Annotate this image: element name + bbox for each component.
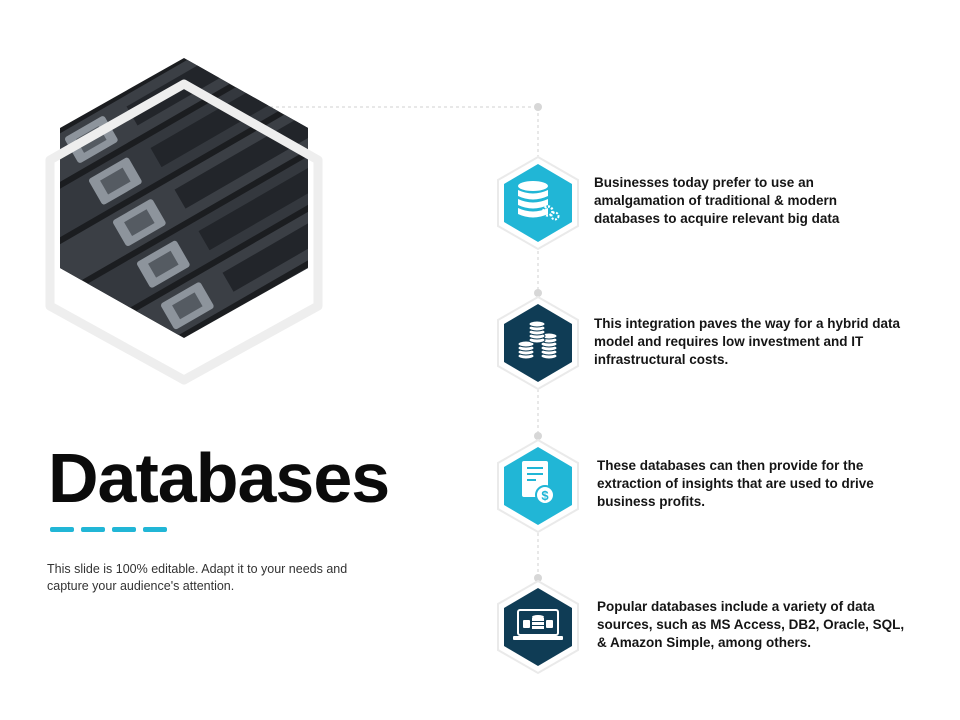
item-text-4: Popular databases include a variety of d… [597, 599, 905, 650]
server-rack-image [60, 58, 308, 338]
slide-title: Databases [48, 439, 390, 517]
database-gear-icon [497, 155, 579, 251]
item-text-1: Businesses today prefer to use an amalga… [594, 175, 840, 226]
item-text-2: This integration paves the way for a hyb… [594, 316, 901, 367]
hexagon-outline [45, 79, 323, 385]
underline-dash [143, 527, 167, 532]
coin-stacks-icon [497, 295, 579, 391]
svg-text:$: $ [541, 488, 549, 503]
underline-dash [81, 527, 105, 532]
dollar-document-icon: $ [497, 438, 579, 534]
connector-dots [534, 103, 542, 582]
underline-dash [50, 527, 74, 532]
laptop-database-icon [497, 579, 579, 675]
item-text-3: These databases can then provide for the… [597, 458, 874, 509]
slide-subtitle: This slide is 100% editable. Adapt it to… [47, 562, 348, 593]
underline-dash [112, 527, 136, 532]
title-underline [50, 527, 167, 532]
